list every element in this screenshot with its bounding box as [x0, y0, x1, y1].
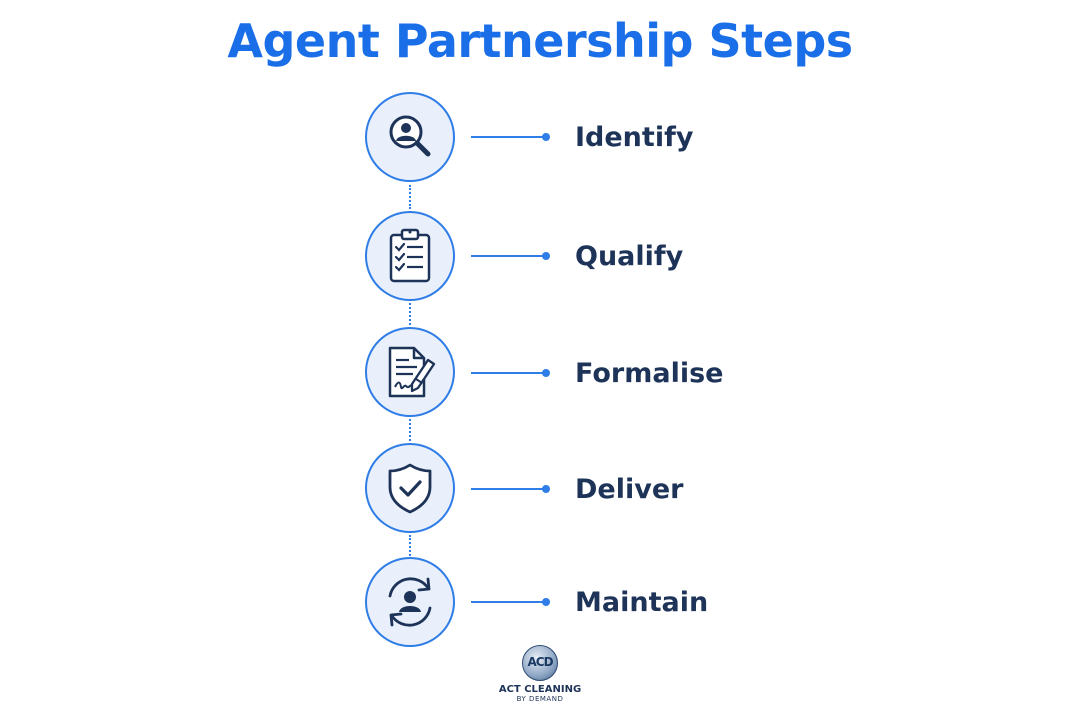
step-1-connector [471, 136, 547, 138]
user-refresh-icon [388, 577, 432, 627]
step-4-circle [365, 443, 455, 533]
clipboard-checklist-icon [389, 228, 431, 283]
step-link [409, 185, 411, 209]
logo-monogram: ACD [527, 655, 553, 669]
step-link [409, 419, 411, 441]
step-4-connector [471, 488, 547, 490]
step-1-label: Identify [575, 122, 694, 153]
step-4-connector-dot [542, 485, 550, 493]
step-2-circle [365, 211, 455, 301]
step-4-label: Deliver [575, 474, 684, 505]
step-1-connector-dot [542, 133, 550, 141]
user-search-icon [389, 115, 431, 157]
signed-document-icon [388, 346, 436, 398]
brand-logo: ACD ACT CLEANING BY DEMAND [490, 645, 590, 703]
step-2-connector-dot [542, 252, 550, 260]
step-3-label: Formalise [575, 358, 724, 389]
step-2-connector [471, 255, 547, 257]
step-3-circle [365, 327, 455, 417]
step-link [409, 303, 411, 325]
step-3-connector [471, 372, 547, 374]
logo-tagline: BY DEMAND [516, 695, 564, 703]
step-1-circle [365, 92, 455, 182]
step-3-connector-dot [542, 369, 550, 377]
logo-badge: ACD [522, 645, 558, 681]
step-2-label: Qualify [575, 241, 684, 272]
step-5-connector-dot [542, 598, 550, 606]
logo-name: ACT CLEANING [498, 684, 582, 695]
step-5-circle [365, 557, 455, 647]
step-5-connector [471, 601, 547, 603]
step-5-label: Maintain [575, 587, 709, 618]
shield-check-icon [388, 463, 432, 514]
page-title: Agent Partnership Steps [227, 14, 853, 68]
step-link [409, 535, 411, 556]
